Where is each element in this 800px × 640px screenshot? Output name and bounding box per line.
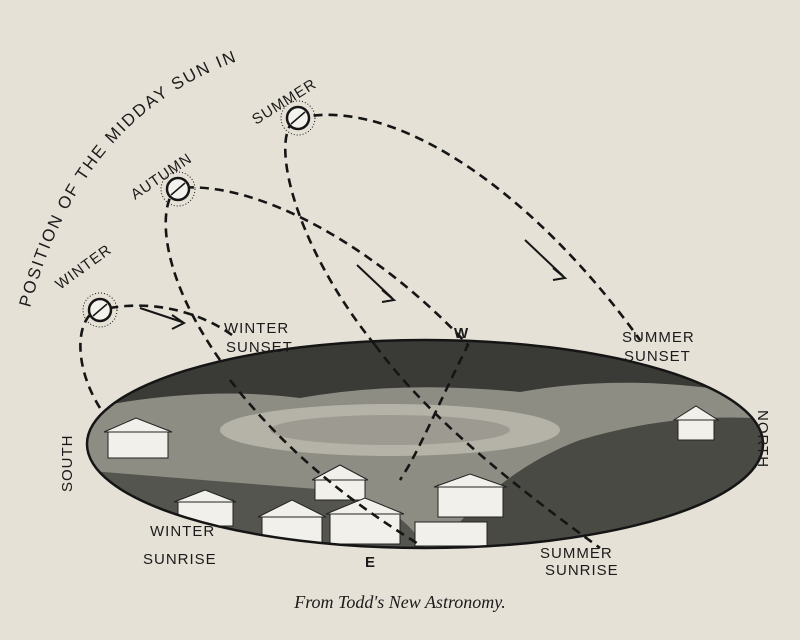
summer-sunrise-label: SUMMER (540, 545, 613, 562)
winter-sun-icon (82, 292, 118, 328)
title-arc: POSITION OF THE MIDDAY SUN IN (16, 47, 240, 309)
summer-sun-path (284, 113, 642, 346)
summer-sunset-label: SUMMER (622, 329, 695, 346)
autumn-sun-path (164, 186, 470, 481)
summer-sunrise-label-2: SUNRISE (545, 562, 619, 579)
north-label: NORTH (754, 410, 771, 468)
autumn-path-lower (228, 379, 421, 547)
landscape-vignette (87, 340, 763, 548)
east-label: E (365, 554, 376, 571)
summer-path-lower (373, 344, 601, 550)
winter-sunset-label-2: SUNSET (226, 339, 293, 356)
summer-sun-icon (280, 100, 316, 136)
winter-sunrise-label-2: SUNRISE (143, 551, 217, 568)
west-label: W (454, 325, 469, 342)
summer-sunset-label-2: SUNSET (624, 348, 691, 365)
figure-caption: From Todd's New Astronomy. (293, 592, 506, 612)
horizon-outline (85, 338, 765, 550)
autumn-sun-icon (160, 171, 196, 207)
winter-sunrise-label: WINTER (150, 523, 215, 540)
south-label: SOUTH (59, 435, 76, 493)
winter-sun-label: WINTER (52, 241, 115, 293)
winter-sunset-label: WINTER (224, 320, 289, 337)
direction-arrows (139, 239, 568, 330)
